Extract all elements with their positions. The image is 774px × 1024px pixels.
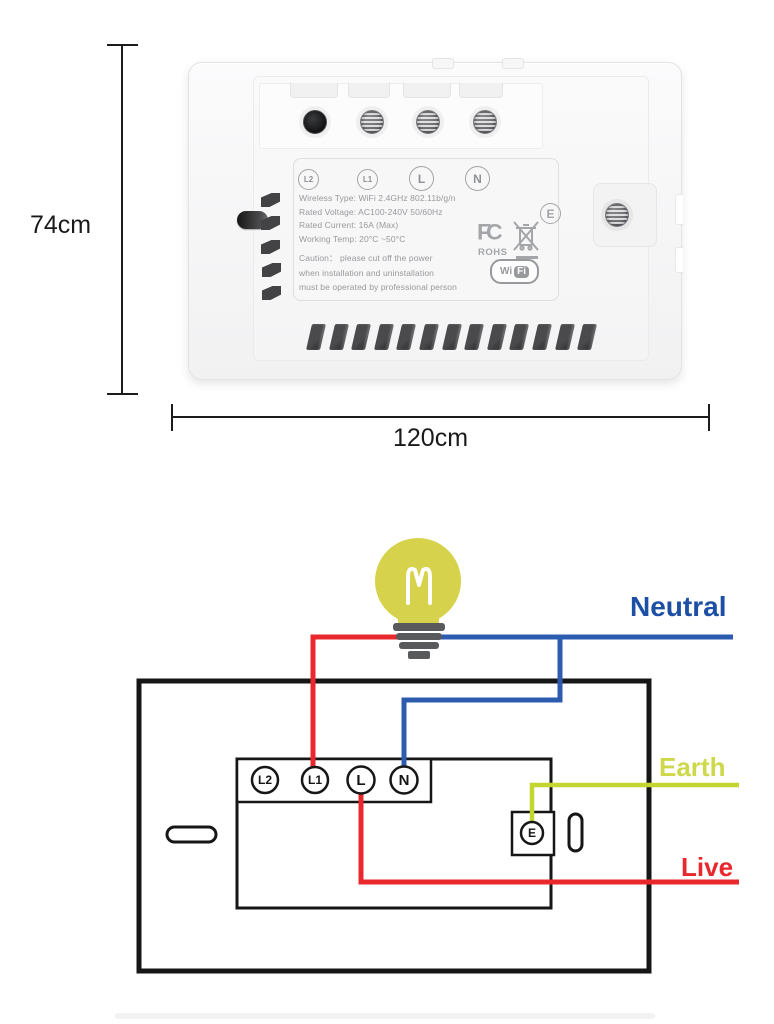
- fcc-logo: FC: [477, 219, 503, 245]
- terminal-screw: [473, 110, 497, 134]
- dimension-cap: [708, 404, 710, 431]
- top-tab: [502, 58, 524, 69]
- terminal-notch: [403, 83, 451, 98]
- terminal-l1: [300, 765, 330, 795]
- sticker-terminal-l2: L2: [298, 169, 319, 190]
- height-dimension-label: 74cm: [30, 211, 92, 239]
- caution-line: when installation and uninstallation: [299, 267, 434, 278]
- top-tab: [432, 58, 454, 69]
- bulb-tip: [408, 651, 430, 659]
- filament: [406, 566, 432, 605]
- vent-slot: [554, 324, 575, 350]
- terminal-notch: [348, 83, 390, 98]
- rohs-label: ROHS: [478, 247, 508, 258]
- mounting-clip: [237, 211, 268, 229]
- bottom-edge-artifact: [115, 1013, 655, 1019]
- vent-slot: [577, 324, 598, 350]
- sticker-terminal-l1: L1: [357, 169, 378, 190]
- caution-line: Caution： please cut off the power: [299, 253, 433, 263]
- edge-notch: [675, 194, 683, 225]
- terminal-e: [519, 820, 545, 846]
- spec-line: Rated Voltage: AC100-240V 50/60Hz: [299, 206, 443, 217]
- caution-line: must be operated by professional person: [299, 282, 457, 292]
- switch-back-photo: L2 L1 L N Wireless Type: WiFi 2.4GHz 802…: [188, 58, 683, 380]
- side-slot: [261, 193, 280, 207]
- terminal-screw: [416, 110, 440, 134]
- vent-slot: [486, 324, 507, 350]
- vent-slot: [418, 324, 439, 350]
- bottom-vent-slots: [305, 324, 605, 350]
- live-feed-wire: [310, 634, 399, 771]
- spec-lines: Wireless Type: WiFi 2.4GHz 802.11b/g/n R…: [299, 192, 456, 246]
- width-dimension-label: 120cm: [393, 424, 469, 452]
- screw-recess: [593, 183, 657, 247]
- terminal-l-label: L: [356, 772, 365, 789]
- e-mark-icon: E: [540, 203, 561, 224]
- terminal-notch: [290, 83, 338, 98]
- terminal-n: [389, 765, 419, 795]
- height-dimension-line: [121, 45, 123, 395]
- spec-line: Wireless Type: WiFi 2.4GHz 802.11b/g/n: [299, 193, 456, 203]
- terminal-n-label: N: [399, 772, 410, 789]
- vent-slot: [396, 324, 417, 350]
- terminal-notch: [459, 83, 503, 98]
- spec-line: Working Temp: 20°C ~50°C: [299, 233, 406, 244]
- dimension-cap: [107, 44, 138, 46]
- live-wire: [358, 780, 739, 885]
- bulb-base: [393, 623, 445, 631]
- terminal-block: [259, 83, 543, 149]
- spec-sticker: L2 L1 L N Wireless Type: WiFi 2.4GHz 802…: [293, 158, 561, 301]
- earth-label: Earth: [659, 752, 726, 782]
- dimension-cap: [171, 404, 173, 431]
- caution-lines: Caution： please cut off the power when i…: [299, 251, 457, 295]
- side-slot: [262, 263, 281, 277]
- sticker-terminal-l: L: [409, 166, 434, 191]
- wires: [310, 634, 739, 885]
- wall-plate-outline: [136, 678, 652, 974]
- vent-slot: [464, 324, 485, 350]
- wifi-badge-left: Wi: [499, 266, 513, 277]
- neutral-branch-wire: [401, 637, 563, 771]
- vent-slot: [351, 324, 372, 350]
- vent-slot: [441, 324, 462, 350]
- bulb-base: [396, 633, 442, 640]
- dimension-cap: [107, 393, 138, 395]
- terminal-e-label: E: [528, 826, 536, 840]
- earth-wire: [529, 782, 739, 830]
- bin-underline: [516, 256, 538, 259]
- bulb-neck: [398, 608, 439, 624]
- light-bulb: [375, 538, 461, 659]
- terminal-l1-label: L1: [308, 773, 322, 787]
- terminal-screw: [360, 110, 384, 134]
- wifi-badge: Wi Fi: [490, 259, 539, 284]
- diagram-terminals: L2 L1 L N E: [250, 765, 545, 846]
- button-slot: [165, 825, 218, 844]
- neutral-label: Neutral: [630, 591, 727, 622]
- spec-line: Rated Current: 16A (Max): [299, 220, 399, 230]
- wiring-diagram: L2 L1 L N E: [136, 538, 739, 974]
- terminal-hole: [303, 110, 327, 134]
- terminal-l: [346, 765, 376, 795]
- width-dimension-line: [172, 416, 709, 418]
- wifi-badge-right: Fi: [514, 265, 530, 278]
- vent-slot: [509, 324, 530, 350]
- bulb-base: [399, 642, 439, 649]
- sticker-terminal-n: N: [465, 166, 490, 191]
- terminal-l2-label: L2: [258, 773, 272, 787]
- edge-notch: [675, 247, 683, 273]
- vent-slot: [373, 324, 394, 350]
- terminal-l2: [250, 765, 280, 795]
- live-label: Live: [681, 852, 734, 882]
- weee-bin-icon: [512, 219, 540, 259]
- small-slot: [567, 812, 584, 853]
- side-slot: [262, 286, 281, 300]
- side-slot: [261, 240, 280, 254]
- mounting-screw: [605, 203, 629, 227]
- vent-slot: [328, 324, 349, 350]
- vent-slot: [531, 324, 552, 350]
- side-slot: [261, 216, 280, 230]
- vent-slot: [305, 324, 327, 350]
